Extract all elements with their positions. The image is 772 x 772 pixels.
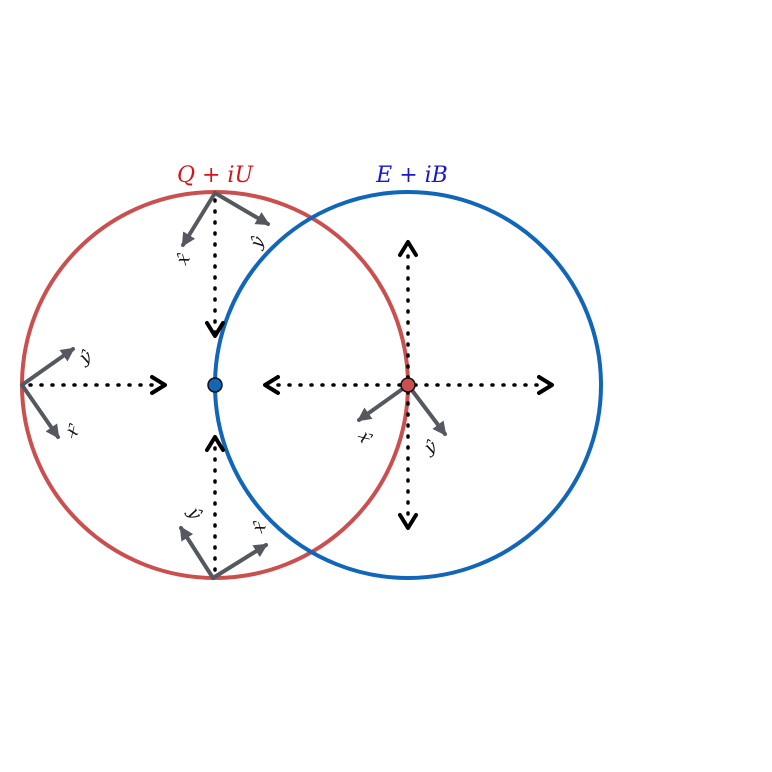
basis-y-arrow-top [213,191,271,226]
right-circle-dotted-arrows [406,248,547,524]
arrowhead-down [398,513,418,530]
x-hat-label-center: x̂ [353,428,375,447]
basis-x-arrow-top [181,191,217,247]
arrowhead-left-center-right [263,375,280,395]
arrowhead-up [398,240,418,257]
x-hat-label-left: x̂ [63,420,82,442]
x-hat-label-top: x̂ [173,250,195,269]
basis-x-arrow-left [20,383,60,439]
basis-y-arrow-left [20,347,75,387]
right-circle-arrowheads [398,240,554,530]
arrowhead-up-center-bottom [205,435,225,452]
y-hat-label-bottom: ŷ [183,503,206,523]
left-circle-arrowheads [150,321,280,452]
arrowhead-right-center-left [150,375,167,395]
left-circle-title: Q + iU [177,163,254,188]
left-circle-dotted-arrows [28,198,402,572]
basis-y-arrow-bottom [179,526,215,580]
right-circle-title: E + iB [375,163,448,188]
y-hat-label-center: ŷ [420,436,440,459]
right-circle-center-dot [400,377,416,393]
arrowhead-right [537,375,554,395]
basis-x-arrow-bottom [211,543,268,580]
x-hat-label-bottom: x̂ [249,518,271,537]
basis-x-arrow-center [357,383,410,422]
basis-y-arrow-center [406,383,447,436]
y-hat-label-left: ŷ [75,346,95,369]
left-circle-center-dot [207,377,223,393]
arrowhead-down-center-top [205,321,225,338]
basis-arrows [20,191,447,580]
y-hat-label-top: ŷ [246,233,269,253]
